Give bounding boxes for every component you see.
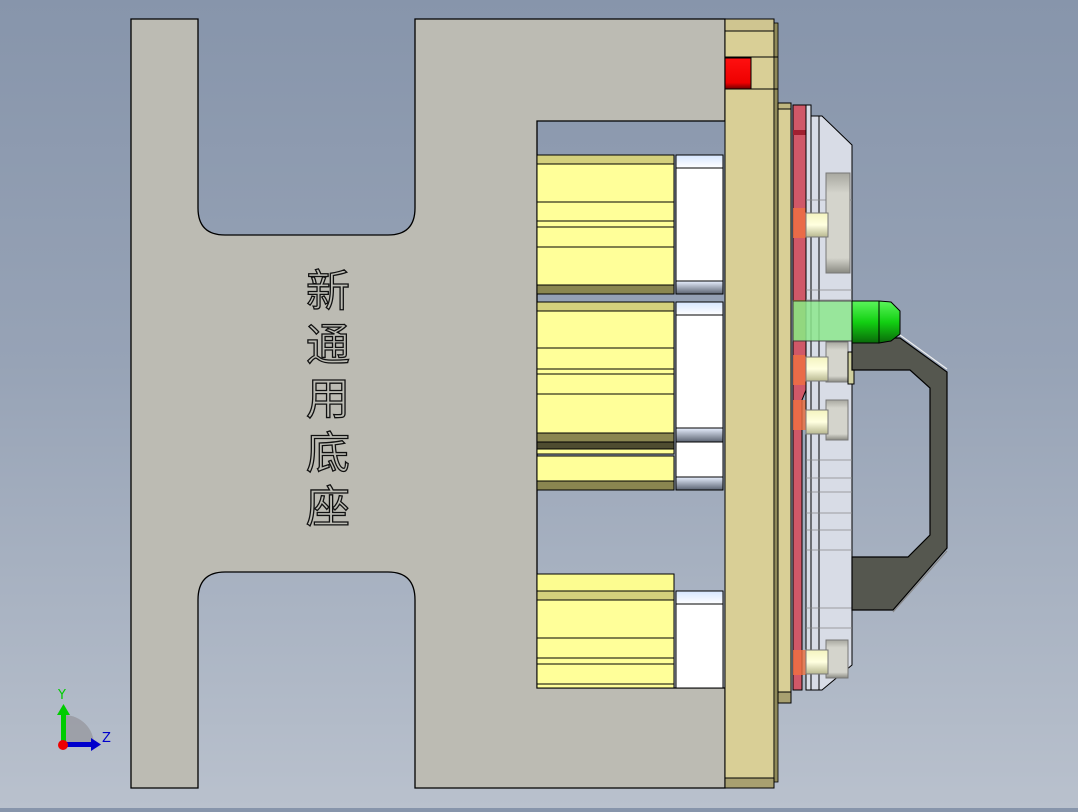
z-axis-arrow [64,742,92,747]
transparent-cover[interactable] [805,104,855,691]
triad-z-label: Z [102,731,111,746]
y-axis-arrow [61,713,66,745]
x-axis-dot [58,740,68,750]
cylinder-group-middle[interactable] [536,301,724,491]
cylinder-group-bottom[interactable] [536,573,724,689]
clamp-plate[interactable] [724,18,792,789]
locating-block[interactable] [724,57,752,90]
engraved-text: 新 通 用 底 座 [300,266,356,533]
guide-pin[interactable] [792,300,901,344]
engraved-char: 用 [305,374,350,425]
insert-plate[interactable] [792,104,807,691]
coordinate-triad [57,704,101,751]
engraved-char: 座 [305,482,350,533]
triad-y-label: Y [58,688,66,703]
engraved-char: 新 [305,266,350,317]
engraved-char: 通 [305,320,350,371]
handle[interactable] [851,334,948,613]
engraved-char: 底 [305,428,350,479]
cylinder-group-top[interactable] [536,154,724,295]
